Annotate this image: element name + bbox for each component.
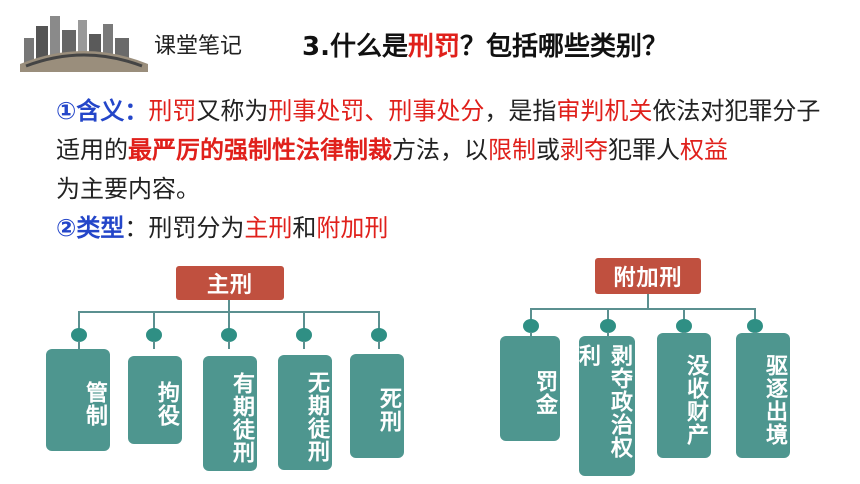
connector-line bbox=[530, 308, 532, 320]
definition-text: 方法，以 bbox=[392, 136, 488, 164]
connector-line bbox=[228, 311, 230, 329]
main-penalty-item: 死刑 bbox=[350, 354, 404, 458]
definition-text: 刑事处罚、刑事处分 bbox=[268, 97, 485, 125]
node-dot bbox=[600, 319, 616, 333]
connector-line bbox=[530, 332, 532, 338]
connector-line bbox=[303, 341, 305, 349]
main-penalty-header: 主刑 bbox=[176, 266, 284, 300]
node-dot bbox=[296, 328, 312, 342]
connector-line bbox=[228, 341, 230, 349]
types-text: 主刑 bbox=[244, 214, 293, 242]
node-dot bbox=[221, 328, 237, 342]
title-prefix: 3.什么是 bbox=[302, 32, 408, 62]
main-penalty-item: 有期徒刑 bbox=[203, 356, 257, 471]
types-paragraph: ②类型：刑罚分为主刑和附加刑 bbox=[56, 209, 826, 248]
definition-paragraph: ①含义：刑罚又称为刑事处罚、刑事处分，是指审判机关依法对犯罪分子适用的最严厉的强… bbox=[56, 92, 826, 209]
page-title: 3.什么是刑罚？包括哪些类别？ bbox=[302, 26, 668, 63]
connector-line bbox=[378, 311, 380, 329]
connector-line bbox=[607, 308, 609, 320]
definition-text: 依法对犯罪分子适用的 bbox=[56, 97, 821, 164]
definition-text: 剥夺 bbox=[560, 136, 608, 164]
additional-penalty-item: 没收财产 bbox=[657, 333, 711, 458]
connector-line bbox=[153, 311, 155, 329]
types-text: 附加刑 bbox=[316, 214, 389, 242]
connector-line bbox=[153, 341, 155, 349]
building-logo-image bbox=[20, 16, 148, 72]
definition-label: ①含义： bbox=[56, 97, 149, 125]
connector-line bbox=[378, 341, 380, 349]
types-text: 和 bbox=[292, 214, 317, 242]
additional-penalty-item: 驱逐出境 bbox=[736, 333, 790, 458]
connector-line bbox=[683, 308, 685, 320]
types-text: ：刑罚分为 bbox=[124, 214, 245, 242]
definition-text: ，是指 bbox=[484, 97, 557, 125]
title-highlight: 刑罚 bbox=[407, 32, 460, 62]
types-label: ②类型 bbox=[56, 214, 125, 242]
node-dot bbox=[146, 328, 162, 342]
additional-penalty-item: 剥夺政治权利 bbox=[575, 336, 635, 476]
node-dot bbox=[676, 319, 692, 333]
connector-line bbox=[530, 308, 756, 310]
node-dot bbox=[747, 319, 763, 333]
definition-text: 或 bbox=[536, 136, 560, 164]
definition-text: 限制 bbox=[488, 136, 536, 164]
node-dot bbox=[371, 328, 387, 342]
definition-text: 犯罪人 bbox=[608, 136, 680, 164]
definition-text: 刑罚 bbox=[148, 97, 197, 125]
main-penalty-item: 拘役 bbox=[128, 356, 182, 444]
connector-line bbox=[78, 341, 80, 349]
additional-penalty-header: 附加刑 bbox=[595, 258, 701, 294]
connector-line bbox=[228, 300, 230, 312]
definition-text: 审判机关 bbox=[556, 97, 653, 125]
connector-line bbox=[647, 294, 649, 309]
additional-penalty-item: 罚金 bbox=[500, 336, 560, 441]
definition-text: 最严厉的强制性法律制裁 bbox=[128, 136, 392, 164]
definition-text: 又称为 bbox=[196, 97, 269, 125]
definition-text: 为主要内容。 bbox=[56, 175, 200, 203]
connector-line bbox=[303, 311, 305, 329]
main-penalty-item: 无期徒刑 bbox=[278, 355, 332, 470]
connector-line bbox=[754, 308, 756, 320]
node-dot bbox=[71, 328, 87, 342]
definition-text: 权益 bbox=[680, 136, 728, 164]
main-penalty-item: 管制 bbox=[46, 349, 110, 451]
connector-line bbox=[78, 311, 80, 329]
connector-line bbox=[607, 332, 609, 338]
title-suffix: ？包括哪些类别？ bbox=[459, 32, 668, 62]
node-dot bbox=[523, 319, 539, 333]
notes-badge: 课堂笔记 bbox=[154, 34, 243, 59]
